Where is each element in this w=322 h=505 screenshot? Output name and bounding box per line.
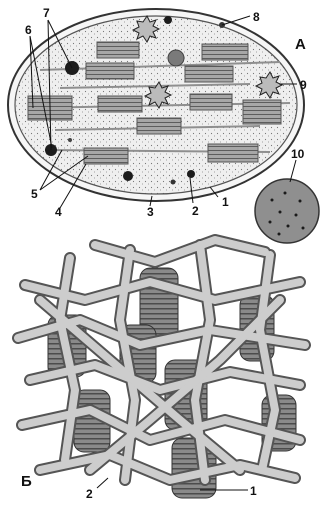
- label-4: 4: [55, 205, 62, 219]
- plastoglobule: [68, 138, 72, 142]
- granum: [97, 42, 139, 58]
- label-5: 5: [31, 187, 38, 201]
- granum: [137, 118, 181, 134]
- plastoglobule: [171, 180, 176, 185]
- panel-b: Б 2 1: [18, 240, 305, 501]
- panel-label-b: Б: [21, 473, 32, 490]
- granum: [86, 63, 134, 79]
- label-3: 3: [147, 205, 154, 219]
- plastoglobule: [187, 170, 195, 178]
- label-b-1: 1: [250, 484, 257, 498]
- granum: [208, 144, 258, 162]
- label-2: 2: [192, 204, 199, 218]
- plastoglobule: [164, 16, 172, 24]
- plastoglobule: [123, 171, 133, 181]
- granum: [202, 44, 248, 60]
- nucleoid-inset: [255, 179, 319, 243]
- stroma-body: [168, 50, 184, 66]
- granum: [185, 66, 233, 82]
- label-9: 9: [300, 78, 307, 92]
- label-10: 10: [291, 147, 305, 161]
- label-8: 8: [253, 10, 260, 24]
- granum: [84, 148, 128, 164]
- label-1: 1: [222, 195, 229, 209]
- granum: [243, 100, 281, 124]
- panel-a: А 7 6 8 9 10 5 4 3 2 1: [8, 6, 319, 243]
- label-6: 6: [25, 23, 32, 37]
- panel-label-a: А: [295, 36, 306, 53]
- label-b-2: 2: [86, 487, 93, 501]
- label-7: 7: [43, 6, 50, 20]
- granum: [98, 96, 142, 112]
- granum: [190, 94, 232, 110]
